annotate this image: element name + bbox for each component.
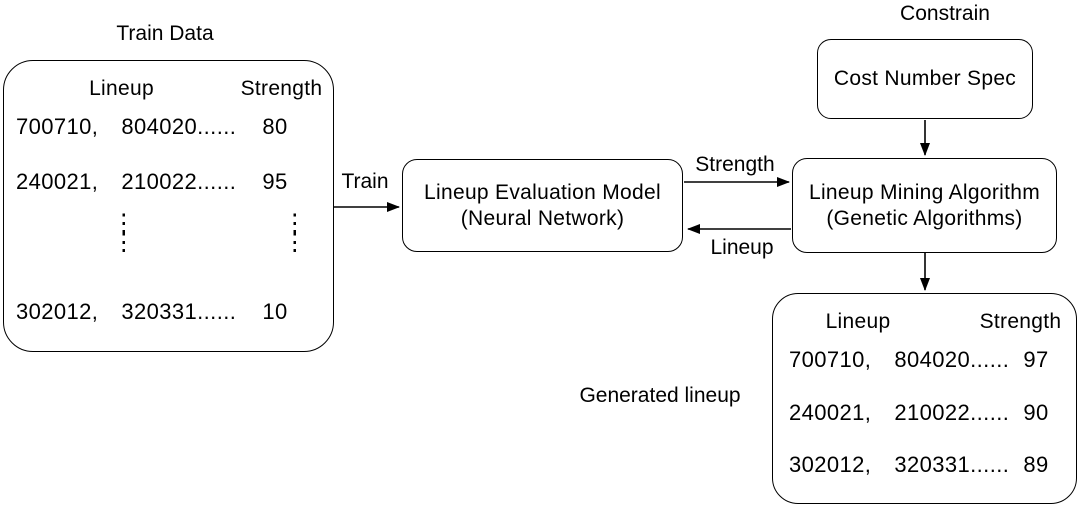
strength-arrow-label: Strength (695, 153, 775, 176)
table-row: 240021, 210022...... 95 (4, 169, 333, 195)
train-data-col-strength: Strength (240, 77, 323, 100)
table-row: 302012, 320331...... 89 (773, 452, 1076, 478)
cost-number-spec-label: Cost Number Spec (833, 67, 1017, 90)
cost-number-spec-box: Cost Number Spec (817, 39, 1033, 119)
mining-algorithm-line2: (Genetic Algorithms) (826, 206, 1023, 230)
table-row-ellipsis: ⋮ ⋮ ⋮ ⋮ (4, 210, 333, 270)
row-lineup: 240021, 210022...... (789, 400, 1010, 425)
evaluation-model-line1: Lineup Evaluation Model (424, 180, 661, 204)
generated-col-strength: Strength (979, 310, 1062, 333)
evaluation-model-line2: (Neural Network) (460, 206, 625, 230)
generated-lineup-label: Generated lineup (579, 384, 741, 407)
row-strength: 89 (1023, 452, 1049, 477)
row-strength: 10 (262, 299, 288, 324)
row-strength: 97 (1023, 347, 1049, 372)
table-row: 240021, 210022...... 90 (773, 400, 1076, 426)
train-data-header: Lineup Strength (4, 77, 333, 103)
mining-algorithm-line1: Lineup Mining Algorithm (808, 180, 1041, 204)
row-lineup: 700710, 804020...... (16, 114, 237, 139)
vertical-dots-icon: ⋮ ⋮ (111, 210, 137, 257)
row-lineup: 302012, 320331...... (789, 452, 1010, 477)
table-row: 700710, 804020...... 97 (773, 347, 1076, 373)
lineup-arrow-label: Lineup (710, 236, 774, 259)
train-data-col-lineup: Lineup (89, 77, 154, 100)
row-lineup: 700710, 804020...... (789, 347, 1010, 372)
row-strength: 95 (262, 169, 288, 194)
table-row: 700710, 804020...... 80 (4, 114, 333, 140)
generated-col-lineup: Lineup (825, 310, 891, 333)
row-strength: 90 (1023, 400, 1049, 425)
mining-algorithm-box: Lineup Mining Algorithm (Genetic Algorit… (792, 158, 1057, 253)
table-row: 302012, 320331...... 10 (4, 299, 333, 325)
generated-lineup-header: Lineup Strength (773, 310, 1076, 336)
vertical-dots-icon: ⋮ ⋮ (282, 210, 308, 257)
train-arrow-label: Train (341, 170, 389, 193)
train-data-title: Train Data (116, 22, 214, 45)
evaluation-model-box: Lineup Evaluation Model (Neural Network) (402, 159, 683, 252)
row-lineup: 240021, 210022...... (16, 169, 237, 194)
generated-lineup-box: Lineup Strength 700710, 804020...... 97 … (772, 293, 1077, 504)
constrain-title: Constrain (900, 2, 990, 25)
train-data-box: Lineup Strength 700710, 804020...... 80 … (3, 60, 334, 352)
row-strength: 80 (262, 114, 288, 139)
row-lineup: 302012, 320331...... (16, 299, 237, 324)
